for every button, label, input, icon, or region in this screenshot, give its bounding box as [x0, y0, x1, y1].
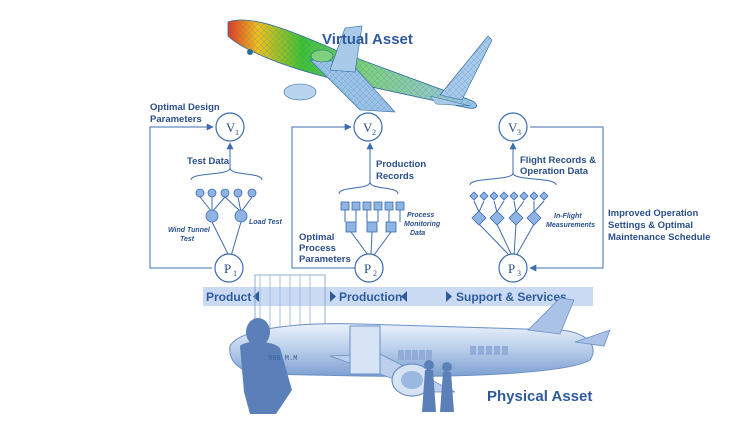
stage2-group [291, 123, 401, 269]
s3-data-label-2: Operation Data [520, 166, 589, 177]
p2-node [354, 253, 384, 283]
p1-sub: 1 [233, 269, 237, 278]
v1-node [215, 112, 245, 142]
s1-data-label: Test Data [187, 156, 230, 167]
s1-top-label-2: Parameters [150, 114, 202, 125]
p2-sub: 2 [373, 269, 377, 278]
s3-right-label-1: Improved Operation [608, 208, 698, 219]
s2-side-label-2: Process [299, 243, 336, 254]
s1-test-b: Load Test [249, 219, 282, 226]
p3-node [498, 253, 528, 283]
s3-measure-1: In-Flight [554, 213, 582, 220]
v3-letter: V [508, 120, 518, 135]
stage1-group [149, 123, 263, 269]
s3-data-label-1: Flight Records & [520, 155, 596, 166]
v1-letter: V [226, 120, 236, 135]
lifecycle-arrow-marks [253, 291, 452, 302]
s3-measure-2: Measurements [546, 222, 595, 229]
virtual-asset-title: Virtual Asset [322, 31, 413, 48]
s2-data-label-2: Records [376, 171, 414, 182]
s2-monitor-3: Data [410, 230, 425, 237]
s2-monitor-2: Monitoring [404, 221, 441, 228]
p2-letter: P [364, 261, 371, 276]
v2-sub: 2 [372, 128, 376, 137]
s3-right-label-3: Maintenance Schedule [608, 232, 710, 243]
lifecycle-product: Product [206, 290, 251, 304]
v1-sub: 1 [235, 128, 239, 137]
p3-letter: P [508, 261, 515, 276]
s2-monitor-1: Process [407, 212, 434, 219]
lifecycle-support: Support & Services [456, 290, 567, 304]
p1-letter: P [224, 261, 231, 276]
physical-airplane-icon: 900 M.M [229, 274, 611, 414]
s1-test-a-2: Test [180, 236, 195, 243]
v3-node [498, 112, 528, 142]
lifecycle-production: Production [339, 290, 402, 304]
v2-node [353, 112, 383, 142]
s1-test-a-1: Wind Tunnel [168, 227, 211, 234]
p1-node [214, 253, 244, 283]
p3-sub: 3 [517, 269, 521, 278]
physical-asset-title: Physical Asset [487, 388, 592, 405]
v2-letter: V [363, 120, 373, 135]
stage1-sensors [195, 188, 257, 223]
virtual-airplane-icon [227, 19, 493, 113]
stage2-sensors [340, 201, 405, 233]
v3-sub: 3 [517, 128, 521, 137]
svg-text:900 M.M: 900 M.M [268, 355, 297, 363]
stage3-group [469, 126, 604, 272]
s2-side-label-1: Optimal [299, 232, 334, 243]
s1-top-label-1: Optimal Design [150, 102, 220, 113]
s3-right-label-2: Settings & Optimal [608, 220, 693, 231]
s2-side-label-3: Parameters [299, 254, 351, 265]
s2-data-label-1: Production [376, 159, 426, 170]
stage3-sensors [469, 191, 549, 226]
